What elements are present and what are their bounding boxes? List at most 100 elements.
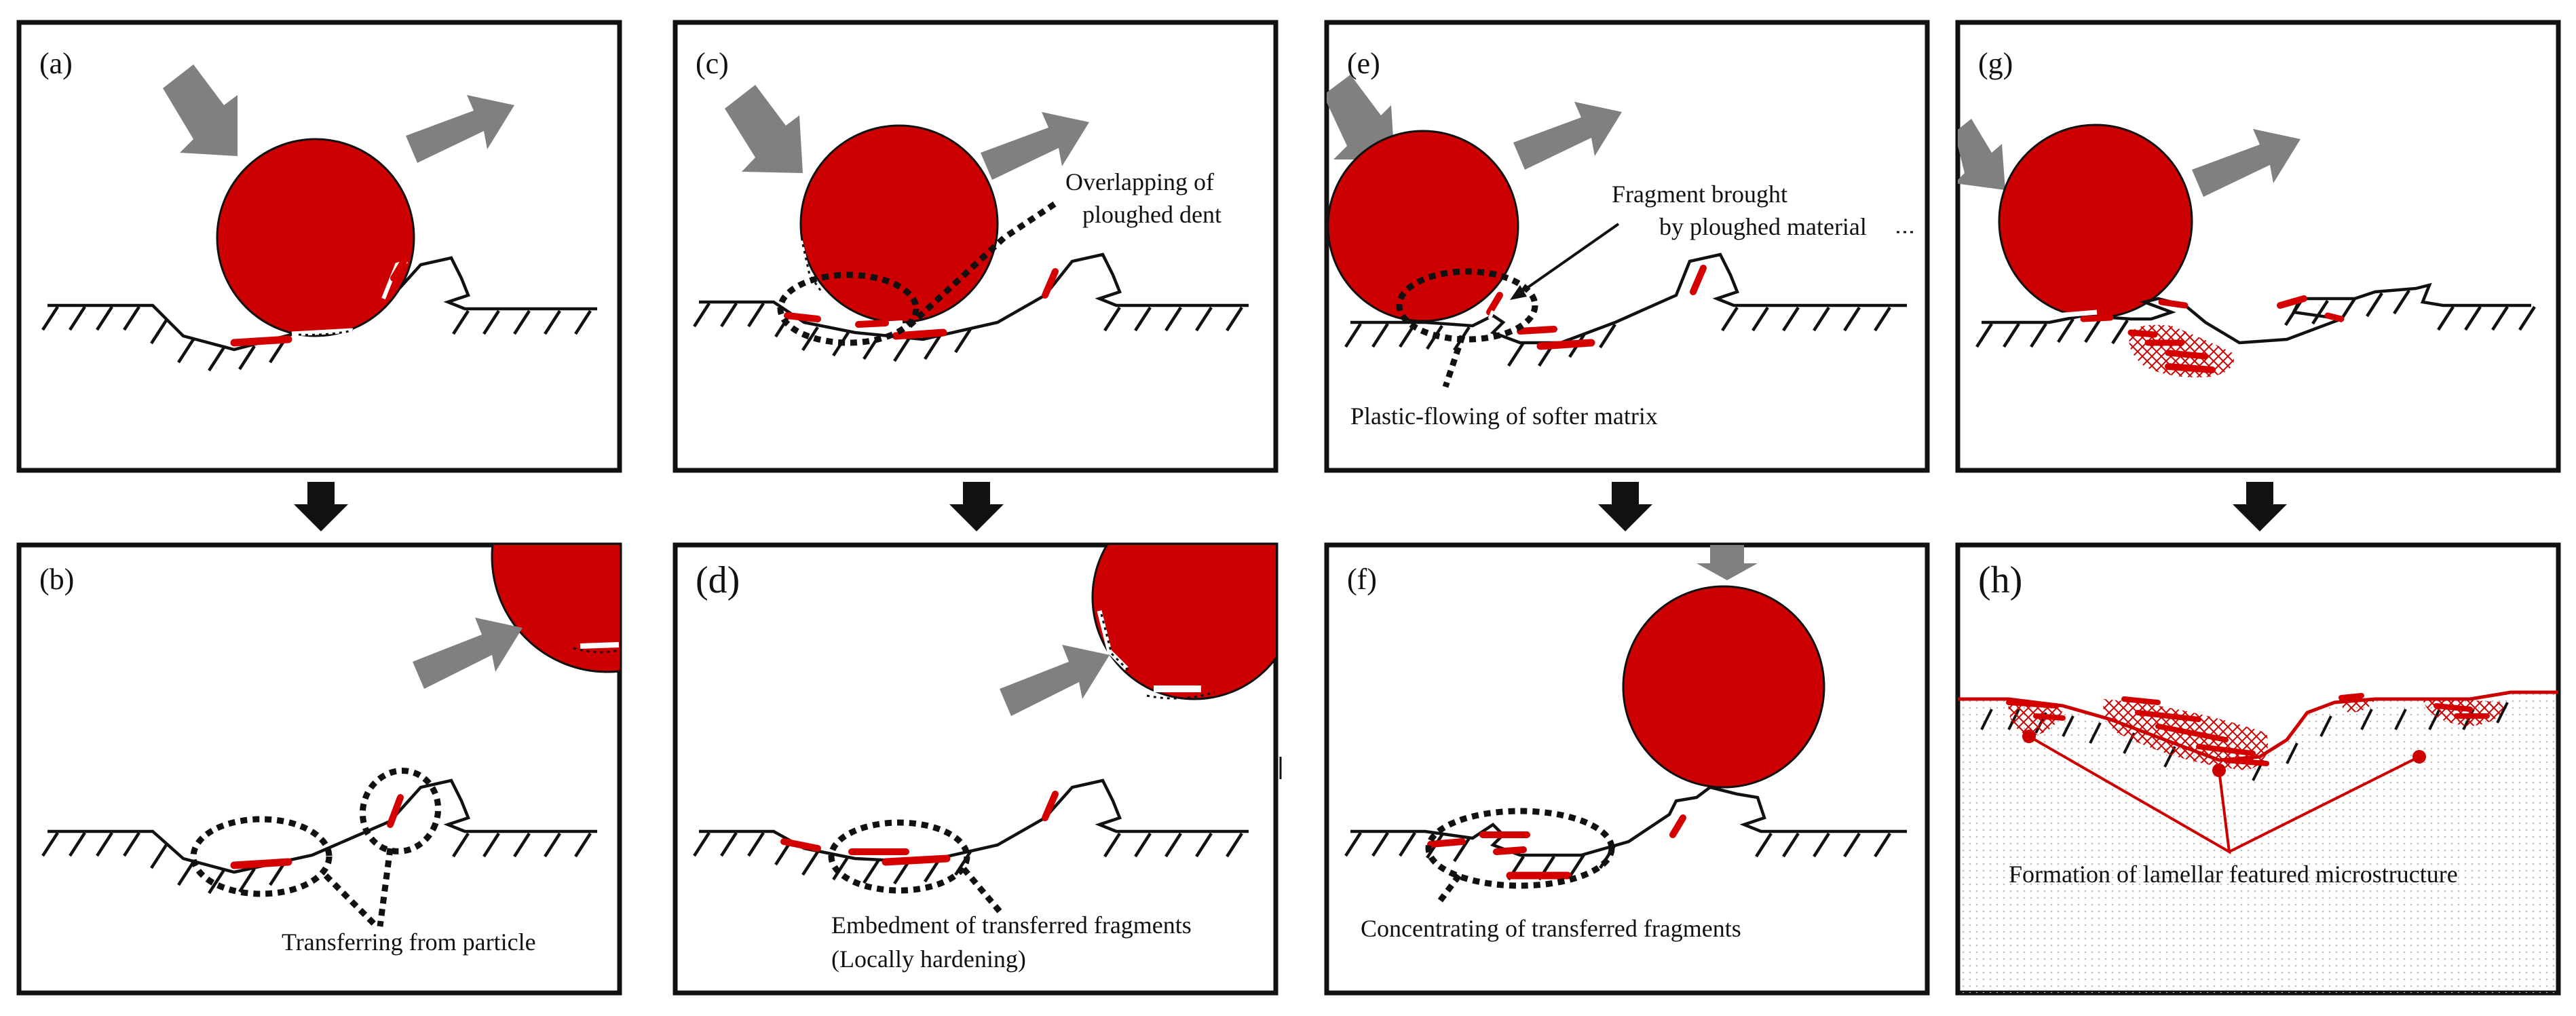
down-arrow-icon: [1598, 482, 1652, 531]
transferred-fragment: [882, 854, 951, 866]
transferred-fragment: [1486, 292, 1503, 316]
process-arrows: [294, 482, 2287, 531]
transferred-fragment: [2006, 700, 2059, 709]
contact-zone: [1097, 610, 1129, 671]
substrate-texture: [1958, 692, 2558, 993]
transferred-fragment: [2196, 744, 2256, 756]
leader-line: [323, 848, 394, 929]
abrasive-particle: [1327, 130, 1519, 322]
caption-plastic-flowing: Plastic-flowing of softer matrix: [1350, 402, 1658, 430]
transferred-fragment: [2165, 350, 2209, 360]
caption-embedment-1: Embedment of transferred fragments: [831, 911, 1192, 939]
transferred-fragment: [780, 838, 821, 852]
leader-line: [1436, 873, 1462, 905]
transferred-fragment: [2155, 723, 2229, 742]
motion-arrow-icon: [981, 112, 1089, 180]
panel-h: (h) Formation of lamellar featured micro…: [1955, 542, 2561, 996]
panel-b: (b) Transferring from particle: [16, 542, 622, 996]
contact-zone: [1488, 310, 1495, 320]
caption-concentrating: Concentrating of transferred fragments: [1361, 915, 1741, 942]
panel-c-letter: (c): [696, 47, 729, 80]
transferred-fragment: [1690, 265, 1707, 295]
highlight-ellipse: [190, 816, 333, 897]
panel-d-letter: (d): [696, 559, 740, 601]
caption-formation: Formation of lamellar featured microstru…: [2009, 861, 2458, 888]
transferred-fragment: [784, 312, 821, 322]
transferred-fragment: [2135, 710, 2201, 722]
panel-c: (c) Overlapping of ploughed dent: [673, 20, 1278, 473]
panel-e-letter: (e): [1347, 47, 1380, 80]
panel-a: (a): [16, 20, 622, 473]
transferred-fragment: [2165, 363, 2216, 373]
transferred-fragment: [230, 335, 292, 347]
caption-overlapping-1: Overlapping of: [1065, 168, 1214, 195]
down-arrow-icon: [2233, 482, 2287, 531]
hatched-surface: [41, 778, 597, 895]
motion-arrow-icon: [725, 85, 803, 173]
transferred-fragment: [2080, 314, 2114, 322]
leader-line: [907, 201, 1057, 328]
transferred-fragment: [2121, 696, 2161, 705]
abrasive-particle: [1091, 545, 1276, 700]
leader-line: [961, 867, 1004, 915]
contact-zone: [799, 240, 823, 293]
caption-overlapping-2: ploughed dent: [1082, 201, 1221, 228]
transferred-fragment: [1517, 326, 1557, 335]
motion-arrow-icon: [1327, 75, 1395, 159]
transferred-fragment: [892, 328, 947, 340]
abrasive-particle: [491, 545, 620, 673]
motion-arrow-icon: [1697, 545, 1758, 580]
highlight-ellipse: [359, 768, 442, 854]
abrasive-particle: [1998, 124, 2193, 319]
transferred-fragment: [2338, 693, 2364, 700]
down-arrow-icon: [294, 482, 348, 531]
down-arrow-icon: [949, 482, 1004, 531]
panel-f: (f) Concentrating of transferred fragmen…: [1324, 542, 1930, 996]
caption-transferring: Transferring from particle: [282, 928, 536, 956]
motion-arrow-icon: [1513, 102, 1622, 170]
contact-zone: [580, 642, 620, 649]
transferred-fragment: [1042, 268, 1059, 299]
panel-d: (d) Embedment of transferred fragments (…: [673, 542, 1278, 996]
panel-e: (e) Fragment brought by ploughed materia…: [1324, 20, 1930, 473]
abrasive-particle: [216, 138, 415, 337]
caption-fragment-1: Fragment brought: [1612, 181, 1787, 208]
transferred-fragment: [1536, 339, 1595, 350]
hatched-surface: [41, 256, 597, 372]
transferred-fragment: [1427, 838, 1466, 848]
lamellar-zone: [2334, 697, 2375, 713]
panel-a-letter: (a): [39, 47, 73, 80]
transferred-fragment: [2158, 299, 2189, 309]
panel-f-frame: [1324, 542, 1930, 996]
abrasive-particle: [1622, 585, 1825, 789]
transferred-fragment: [855, 320, 889, 328]
callout-lines: [2028, 735, 2420, 854]
pointer-line: [1515, 223, 1620, 297]
transferred-fragment: [390, 258, 407, 282]
transferred-fragment: [230, 858, 292, 869]
panel-g-letter: (g): [1978, 47, 2013, 80]
panel-h-letter: (h): [1978, 559, 2022, 601]
panel-g: (g): [1955, 20, 2561, 473]
highlight-ellipse: [1425, 808, 1615, 889]
ploughed-material: [298, 329, 354, 336]
transferred-fragment: [387, 794, 404, 828]
motion-arrow-icon: [413, 618, 523, 689]
highlight-ellipse: [828, 819, 970, 894]
transferred-fragment: [2324, 312, 2345, 322]
transferred-fragment: [2223, 757, 2269, 766]
highlight-ellipse: [777, 271, 920, 346]
motion-arrow-icon: [1000, 645, 1110, 716]
motion-arrow-icon: [406, 95, 514, 163]
leader-line: [1442, 335, 1466, 388]
worn-surface-profile: [1958, 690, 2558, 762]
caption-embedment-2: (Locally hardening): [831, 945, 1026, 973]
abrasive-particle: [799, 124, 999, 324]
motion-arrow-icon: [163, 64, 238, 156]
contact-zone: [2056, 309, 2098, 318]
transferred-fragment: [2033, 713, 2066, 721]
transferred-fragment: [2127, 329, 2158, 338]
transferred-fragment: [1493, 846, 1527, 855]
contact-zone: [291, 328, 354, 337]
